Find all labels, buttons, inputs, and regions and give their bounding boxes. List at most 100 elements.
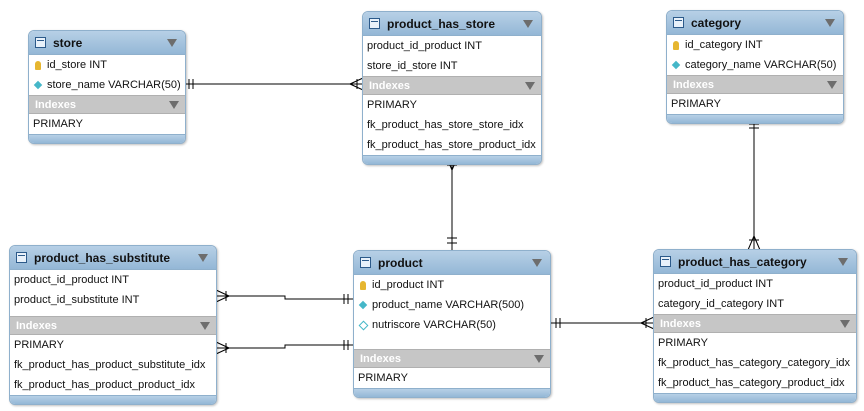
indexes-header[interactable]: Indexes <box>29 95 185 114</box>
indexes-label: Indexes <box>369 79 410 92</box>
relation-product-product-has-category <box>549 316 655 330</box>
collapse-triangle-icon[interactable] <box>840 319 850 328</box>
index-row[interactable]: fk_product_has_category_category_idx <box>654 353 856 373</box>
collapse-triangle-icon[interactable] <box>534 354 544 363</box>
table-footer <box>10 395 216 404</box>
column-label: product_id_substitute INT <box>14 294 140 306</box>
index-row[interactable]: fk_product_has_category_product_idx <box>654 373 856 393</box>
table-product[interactable]: product id_product INT product_name VARC… <box>353 250 551 398</box>
indexes-label: Indexes <box>360 352 401 365</box>
relation-product-substitute-2 <box>215 340 354 355</box>
collapse-triangle-icon[interactable] <box>198 253 208 262</box>
relation-store-product-has-store <box>185 77 364 91</box>
table-name: product_has_store <box>387 16 496 31</box>
table-icon <box>673 17 684 28</box>
index-row[interactable]: PRIMARY <box>354 368 550 388</box>
column-label: nutriscore VARCHAR(50) <box>372 319 496 331</box>
index-label: PRIMARY <box>658 337 708 349</box>
index-row[interactable]: PRIMARY <box>654 333 856 353</box>
index-row[interactable]: fk_product_has_product_substitute_idx <box>10 355 216 375</box>
column-row[interactable]: product_id_product INT <box>10 270 216 290</box>
collapse-triangle-icon[interactable] <box>532 258 542 267</box>
primary-key-icon <box>35 60 41 70</box>
index-label: PRIMARY <box>33 118 83 130</box>
indexes-header[interactable]: Indexes <box>654 314 856 333</box>
collapse-triangle-icon[interactable] <box>200 321 210 330</box>
index-row[interactable]: fk_product_has_product_product_idx <box>10 375 216 395</box>
collapse-triangle-icon[interactable] <box>525 81 535 90</box>
index-row[interactable]: PRIMARY <box>667 94 843 114</box>
column-label: id_category INT <box>685 39 763 51</box>
index-row[interactable]: PRIMARY <box>10 335 216 355</box>
column-row[interactable]: store_id_store INT <box>363 56 541 76</box>
table-header[interactable]: category <box>667 11 843 35</box>
column-label: id_product INT <box>372 279 445 291</box>
column-row[interactable]: product_id_substitute INT <box>10 290 216 310</box>
index-row[interactable]: fk_product_has_store_product_idx <box>363 135 541 155</box>
table-category[interactable]: category id_category INT category_name V… <box>666 10 844 124</box>
indexes-header[interactable]: Indexes <box>10 316 216 335</box>
indexes-header[interactable]: Indexes <box>354 349 550 368</box>
relation-product-product-has-store <box>445 155 459 250</box>
column-label: product_id_product INT <box>658 278 773 290</box>
column-diamond-icon <box>671 60 681 70</box>
index-label: fk_product_has_store_product_idx <box>367 139 536 151</box>
primary-key-icon <box>360 280 366 290</box>
table-header[interactable]: product_has_store <box>363 12 541 36</box>
column-row[interactable]: id_product INT <box>354 275 550 295</box>
indexes-label: Indexes <box>660 317 701 330</box>
column-label: category_id_category INT <box>658 298 784 310</box>
collapse-triangle-icon[interactable] <box>838 257 848 266</box>
table-header[interactable]: product_has_category <box>654 250 856 274</box>
table-name: category <box>691 15 742 30</box>
table-footer <box>667 114 843 123</box>
column-row[interactable]: category_id_category INT <box>654 294 856 314</box>
index-label: PRIMARY <box>367 99 417 111</box>
table-footer <box>363 155 541 164</box>
table-footer <box>654 393 856 402</box>
collapse-triangle-icon[interactable] <box>825 18 835 27</box>
table-name: store <box>53 35 83 50</box>
column-diamond-icon <box>33 80 43 90</box>
table-product-has-store[interactable]: product_has_store product_id_product INT… <box>362 11 542 165</box>
column-label: id_store INT <box>47 59 107 71</box>
table-header[interactable]: product_has_substitute <box>10 246 216 270</box>
table-icon <box>16 252 27 263</box>
collapse-triangle-icon[interactable] <box>169 100 179 109</box>
column-row[interactable]: category_name VARCHAR(50) <box>667 55 843 75</box>
indexes-header[interactable]: Indexes <box>363 76 541 95</box>
table-product-has-substitute[interactable]: product_has_substitute product_id_produc… <box>9 245 217 405</box>
column-row[interactable]: id_store INT <box>29 55 185 75</box>
index-label: fk_product_has_product_product_idx <box>14 379 196 391</box>
index-row[interactable]: PRIMARY <box>29 114 185 134</box>
table-header[interactable]: store <box>29 31 185 55</box>
relation-category-product-has-category <box>747 120 761 251</box>
column-row[interactable]: product_id_product INT <box>654 274 856 294</box>
column-label: store_id_store INT <box>367 60 458 72</box>
column-row[interactable]: store_name VARCHAR(50) <box>29 75 185 95</box>
table-footer <box>29 134 185 143</box>
index-label: fk_product_has_category_product_idx <box>658 377 845 389</box>
table-name: product_has_category <box>678 254 807 269</box>
column-diamond-icon <box>358 300 368 310</box>
index-label: PRIMARY <box>14 339 64 351</box>
column-row[interactable]: product_name VARCHAR(500) <box>354 295 550 315</box>
table-name: product <box>378 255 423 270</box>
table-store[interactable]: store id_store INT store_name VARCHAR(50… <box>28 30 186 144</box>
table-name: product_has_substitute <box>34 250 171 265</box>
table-icon <box>369 18 380 29</box>
column-row[interactable]: nutriscore VARCHAR(50) <box>354 315 550 335</box>
index-label: fk_product_has_product_substitute_idx <box>14 359 206 371</box>
collapse-triangle-icon[interactable] <box>827 80 837 89</box>
index-row[interactable]: PRIMARY <box>363 95 541 115</box>
collapse-triangle-icon[interactable] <box>167 38 177 47</box>
collapse-triangle-icon[interactable] <box>523 19 533 28</box>
column-row[interactable]: id_category INT <box>667 35 843 55</box>
index-row[interactable]: fk_product_has_store_store_idx <box>363 115 541 135</box>
indexes-header[interactable]: Indexes <box>667 75 843 94</box>
table-product-has-category[interactable]: product_has_category product_id_product … <box>653 249 857 403</box>
indexes-label: Indexes <box>16 319 57 332</box>
table-icon <box>35 37 46 48</box>
column-row[interactable]: product_id_product INT <box>363 36 541 56</box>
table-header[interactable]: product <box>354 251 550 275</box>
